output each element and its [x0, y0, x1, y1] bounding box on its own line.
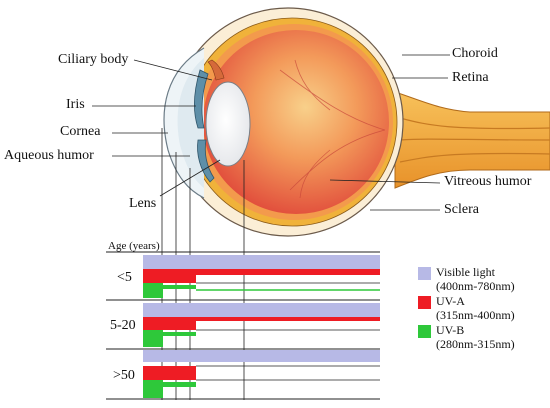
label-choroid: Choroid [452, 46, 498, 61]
uvb-bar [143, 283, 163, 298]
label-vitreous-humor: Vitreous humor [444, 174, 532, 189]
vitreous-body [203, 30, 389, 214]
optic-nerve [394, 91, 550, 189]
legend-range: (400nm-780nm) [436, 279, 515, 293]
uvb-bar [143, 330, 163, 347]
uvb-bar-thin [163, 285, 196, 289]
table-row-dividers [106, 251, 380, 400]
uvb-bar-thin [163, 382, 196, 387]
label-iris: Iris [66, 97, 85, 112]
transmission-group-over50 [143, 350, 380, 398]
visible-light-bar [143, 255, 380, 269]
label-lens: Lens [129, 196, 157, 211]
retinal-vessels [279, 59, 386, 199]
age-group-label-5to20: 5-20 [110, 318, 136, 333]
ciliary-body-shape [207, 59, 225, 81]
label-leader-lines [92, 54, 450, 211]
iris-shape [194, 69, 209, 129]
legend-range: (315nm-400nm) [436, 308, 515, 322]
legend-range: (280nm-315nm) [436, 337, 515, 351]
legend-name: UV-B [436, 323, 465, 337]
age-group-label-over50: >50 [113, 368, 135, 383]
lens-shape [205, 81, 251, 167]
label-retina: Retina [452, 70, 489, 85]
uva-bar-lens [143, 321, 196, 330]
uva-bar [143, 317, 380, 321]
legend-name: UV-A [436, 294, 465, 308]
uva-bar-lens [143, 366, 196, 380]
label-sclera: Sclera [444, 202, 479, 217]
uva-bar-lens [143, 275, 196, 283]
uvb-bar [143, 380, 163, 398]
transmission-group-under5 [143, 255, 380, 298]
label-ciliary-body: Ciliary body [58, 52, 129, 67]
age-group-label-under5: <5 [117, 270, 132, 285]
transmission-group-5to20 [143, 303, 380, 347]
legend-swatch-visible-light [418, 267, 431, 280]
label-aqueous-humor: Aqueous humor [4, 148, 94, 163]
legend-swatch-uvb [418, 325, 431, 338]
legend-name: Visible light [436, 265, 495, 279]
visible-light-bar [143, 303, 380, 317]
label-cornea: Cornea [60, 124, 101, 139]
age-header: Age (years) [108, 240, 160, 252]
visible-light-bar [143, 350, 380, 362]
uvb-bar-thin [163, 332, 196, 336]
iris-shape-lower [197, 139, 215, 183]
legend-swatch-uva [418, 296, 431, 309]
uva-bar [143, 269, 380, 275]
